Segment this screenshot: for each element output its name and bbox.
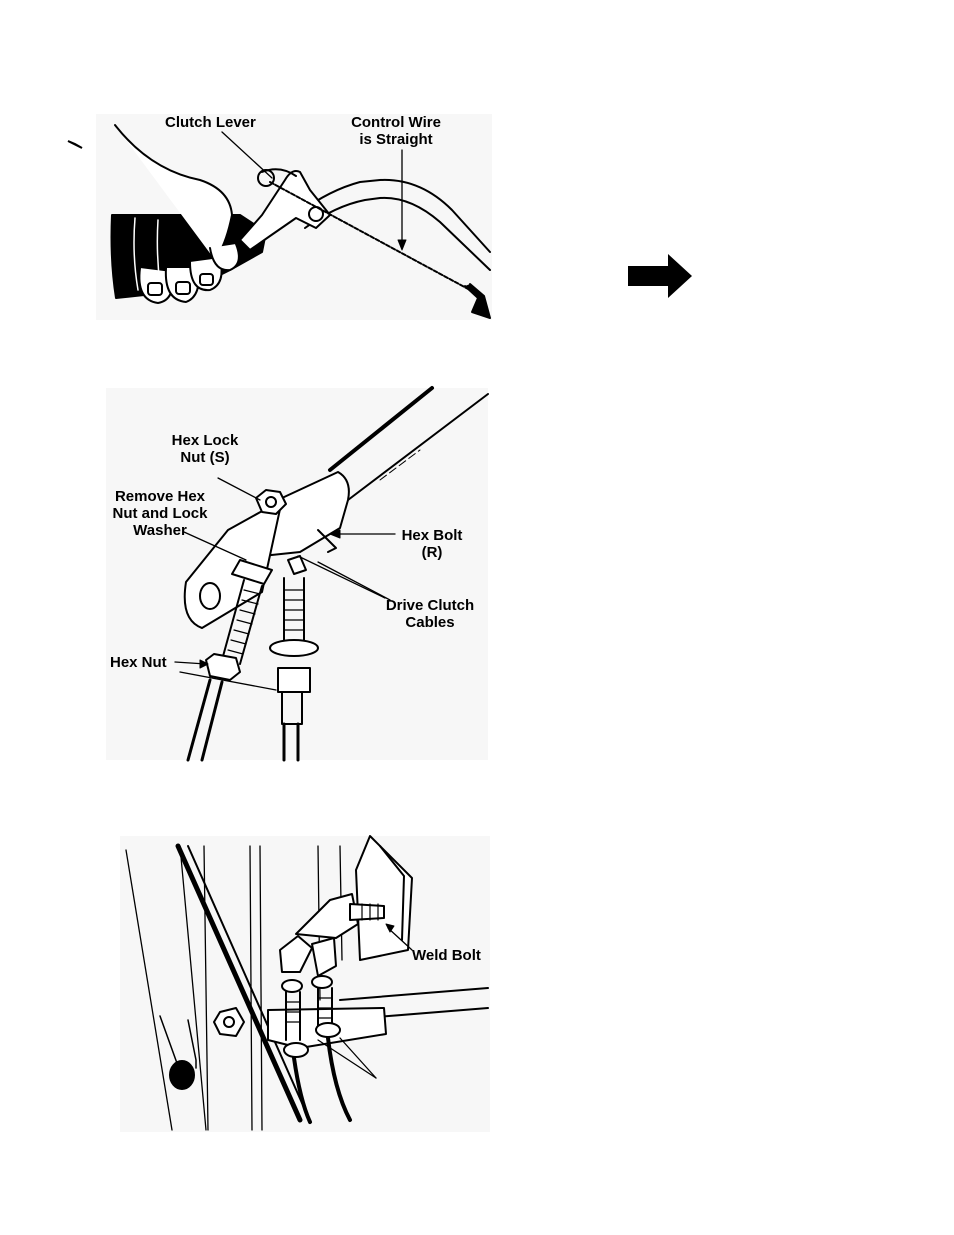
label-hex-lock-nut-line2: Nut (S) [150, 449, 260, 466]
label-clutch-lever: Clutch Lever [165, 114, 256, 131]
label-remove-hex-nut: Remove Hex Nut and Lock Washer [100, 488, 220, 539]
right-arrow-icon [628, 254, 692, 298]
margin-mark [68, 141, 82, 148]
label-hex-nut: Hex Nut [110, 654, 167, 671]
label-remove-line1: Remove Hex [100, 488, 220, 505]
label-hex-bolt: Hex Bolt (R) [392, 527, 472, 561]
label-hex-lock-nut-line1: Hex Lock [150, 432, 260, 449]
label-drive-line1: Drive Clutch [378, 597, 482, 614]
label-remove-line2: Nut and Lock [100, 505, 220, 522]
figure3-drawing [126, 836, 488, 1130]
label-hex-bolt-line1: Hex Bolt [392, 527, 472, 544]
label-control-wire-line1: Control Wire [336, 114, 456, 131]
label-control-wire: Control Wire is Straight [336, 114, 456, 148]
label-weld-bolt: Weld Bolt [412, 947, 481, 964]
label-control-wire-line2: is Straight [336, 131, 456, 148]
label-drive-line2: Cables [378, 614, 482, 631]
label-hex-bolt-line2: (R) [392, 544, 472, 561]
label-hex-lock-nut: Hex Lock Nut (S) [150, 432, 260, 466]
label-drive-clutch-cables: Drive Clutch Cables [378, 597, 482, 631]
label-remove-line3: Washer [100, 522, 220, 539]
figure1-drawing [112, 125, 491, 318]
